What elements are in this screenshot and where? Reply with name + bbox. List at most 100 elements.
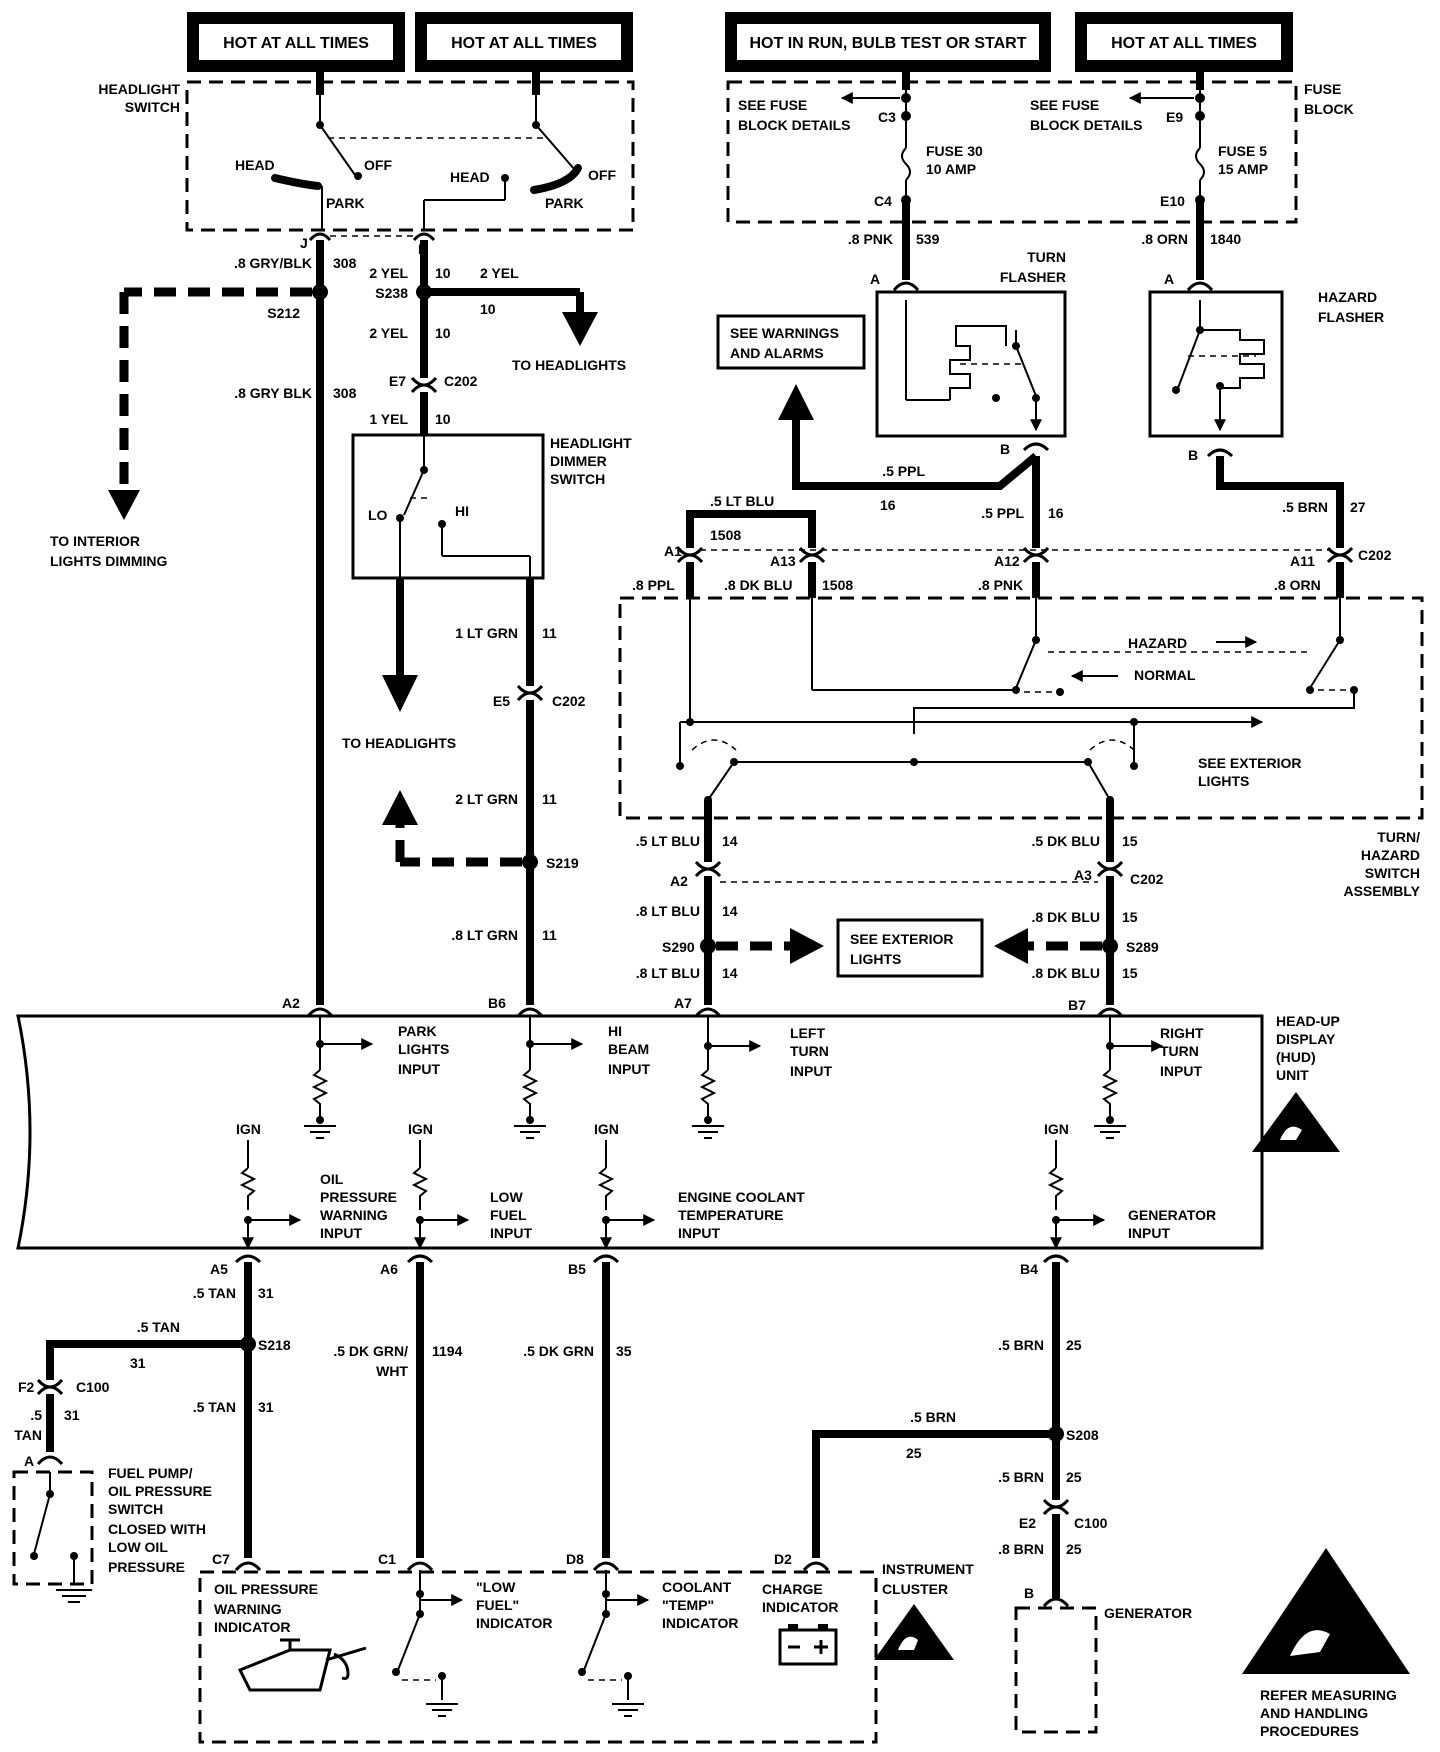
esd-warning-icon [1242, 1548, 1410, 1674]
instrument-cluster: INSTRUMENT CLUSTER C7 C1 D8 D2 OIL PRESS… [198, 1551, 974, 1744]
low-in-3: INPUT [490, 1225, 532, 1241]
pin-d2: D2 [774, 1551, 792, 1567]
refer-3: PROCEDURES [1260, 1723, 1359, 1739]
w11-b: 2 LT GRN [455, 791, 518, 807]
w308-a: .8 GRY/BLK [234, 255, 312, 271]
hud-pin-b7: B7 [1068, 997, 1086, 1013]
turn-flasher-title-1: TURN [1027, 249, 1066, 265]
turn-hazard-switch-assembly: TURN/ HAZARD SWITCH ASSEMBLY HAZARD NORM… [618, 596, 1424, 899]
right-3: INPUT [1160, 1063, 1202, 1079]
th-title-2: HAZARD [1361, 847, 1420, 863]
generator: GENERATOR [1014, 1605, 1192, 1734]
wire-1194: .5 DK GRN/ WHT 1194 [333, 1262, 463, 1558]
hs-head-2: HEAD [450, 169, 490, 185]
wire-35: .5 DK GRN 35 [523, 1262, 632, 1558]
w31-b: .5 TAN [193, 1399, 236, 1415]
low-in-2: FUEL [490, 1207, 527, 1223]
w35: .5 DK GRN [523, 1343, 594, 1359]
left-turn-input: LEFT TURN INPUT [692, 1016, 832, 1139]
w14-c: .8 LT BLU [636, 965, 700, 981]
pin-a-fp: A [24, 1453, 34, 1469]
wire-1840: .8 ORN 1840 A [1141, 200, 1241, 292]
fuse-block-title-1: FUSE [1304, 81, 1341, 97]
park-3: INPUT [398, 1061, 440, 1077]
cool-1: COOLANT [662, 1579, 732, 1595]
hud-pin-a5: A5 [210, 1261, 228, 1277]
w10-b: 2 YEL [369, 325, 408, 341]
c10-r: 10 [480, 301, 496, 317]
see-warn-1: SEE WARNINGS [730, 325, 839, 341]
c539: 539 [916, 231, 940, 247]
c11-b: 11 [542, 791, 557, 807]
lowf-1: "LOW [476, 1579, 516, 1595]
pin-a2: A2 [670, 873, 688, 889]
c31-b: 31 [258, 1399, 274, 1415]
fuel-pump-oil-pressure-switch: FUEL PUMP/ OIL PRESSURE SWITCH CLOSED WI… [12, 1465, 212, 1603]
chg-2: INDICATOR [762, 1599, 838, 1615]
eng-in-2: TEMPERATURE [678, 1207, 784, 1223]
conn-c202-e5: C202 [552, 693, 586, 709]
right-2: TURN [1160, 1043, 1199, 1059]
wire-31: .5 TAN 31 S218 .5 TAN 31 F2 C100 .5 TAN … [14, 1262, 291, 1558]
conn-e2: E2 [1019, 1515, 1036, 1531]
header-hot-2: HOT AT ALL TIMES [415, 12, 633, 72]
header-hot-3: HOT AT ALL TIMES [1075, 12, 1293, 72]
w31-f-1: .5 [30, 1407, 42, 1423]
w25-a: .5 BRN [998, 1337, 1044, 1353]
see-fuse-1b: BLOCK DETAILS [738, 117, 851, 133]
header-hot-run-label: HOT IN RUN, BULB TEST OR START [749, 35, 1026, 52]
oil-ind-2: WARNING [214, 1601, 282, 1617]
th-normal: NORMAL [1134, 667, 1196, 683]
fp-2: OIL PRESSURE [108, 1483, 212, 1499]
pin-d8: D8 [566, 1551, 584, 1567]
ic-2: CLUSTER [882, 1581, 948, 1597]
see-warnings-box: SEE WARNINGS AND ALARMS [716, 314, 866, 370]
pin-j: J [300, 235, 308, 251]
w14-b: .8 LT BLU [636, 903, 700, 919]
splice-s212: S212 [267, 305, 300, 321]
w1508-a: .5 LT BLU [710, 493, 774, 509]
c10-c: 10 [435, 411, 451, 427]
th-title-4: ASSEMBLY [1343, 883, 1420, 899]
coolant-temp-input: IGN ENGINE COOLANT TEMPERATURE INPUT [594, 1121, 805, 1250]
ic-1: INSTRUMENT [882, 1561, 974, 1577]
c11-a: 11 [542, 625, 557, 641]
conn-c202-e7: C202 [444, 373, 478, 389]
c11-c: 11 [542, 927, 557, 943]
generator-label: GENERATOR [1104, 1605, 1192, 1621]
hud-title-4: UNIT [1276, 1067, 1309, 1083]
c16-a: 16 [880, 497, 896, 513]
w-a13: .8 DK BLU [724, 577, 792, 593]
see-ext-1: SEE EXTERIOR [850, 931, 953, 947]
headlight-switch-title: HEADLIGHT [98, 81, 180, 97]
hud-title-2: DISPLAY [1276, 1031, 1336, 1047]
fp-5: LOW OIL [108, 1539, 168, 1555]
hazard-flasher: HAZARD FLASHER B [1148, 289, 1384, 463]
pin-a3: A3 [1074, 867, 1092, 883]
lowf-3: INDICATOR [476, 1615, 552, 1631]
right-turn-input: RIGHT TURN INPUT [1094, 1016, 1204, 1139]
conn-c100-f2: C100 [76, 1379, 110, 1395]
w25-h: .5 BRN [910, 1409, 956, 1425]
esd-note: REFER MEASURING AND HANDLING PROCEDURES [1242, 1548, 1410, 1739]
fuse5-a: FUSE 5 [1218, 143, 1267, 159]
hs-park-1: PARK [326, 195, 365, 211]
c14-b: 14 [722, 903, 738, 919]
see-fuse-2b: BLOCK DETAILS [1030, 117, 1143, 133]
hi-2: BEAM [608, 1041, 649, 1057]
see-exterior-box: SEE EXTERIOR LIGHTS [836, 918, 984, 978]
headlight-switch-title-2: SWITCH [125, 99, 180, 115]
battery-icon [778, 1624, 838, 1666]
w31-f-2: TAN [14, 1427, 42, 1443]
hazard-flasher-title-1: HAZARD [1318, 289, 1377, 305]
wire-539: .8 PNK 539 A [848, 200, 940, 292]
low-fuel-input: IGN LOW FUEL INPUT [408, 1121, 532, 1250]
ign-1: IGN [236, 1121, 261, 1137]
w16-a: .5 PPL [882, 463, 925, 479]
fp-1: FUEL PUMP/ [108, 1465, 193, 1481]
pin-a1: A1 [664, 543, 682, 559]
hi-beam-input: HI BEAM INPUT [514, 1016, 650, 1139]
w25-c: .8 BRN [998, 1541, 1044, 1557]
c15-c: 15 [1122, 965, 1138, 981]
to-headlights-2: TO HEADLIGHTS [342, 578, 456, 751]
